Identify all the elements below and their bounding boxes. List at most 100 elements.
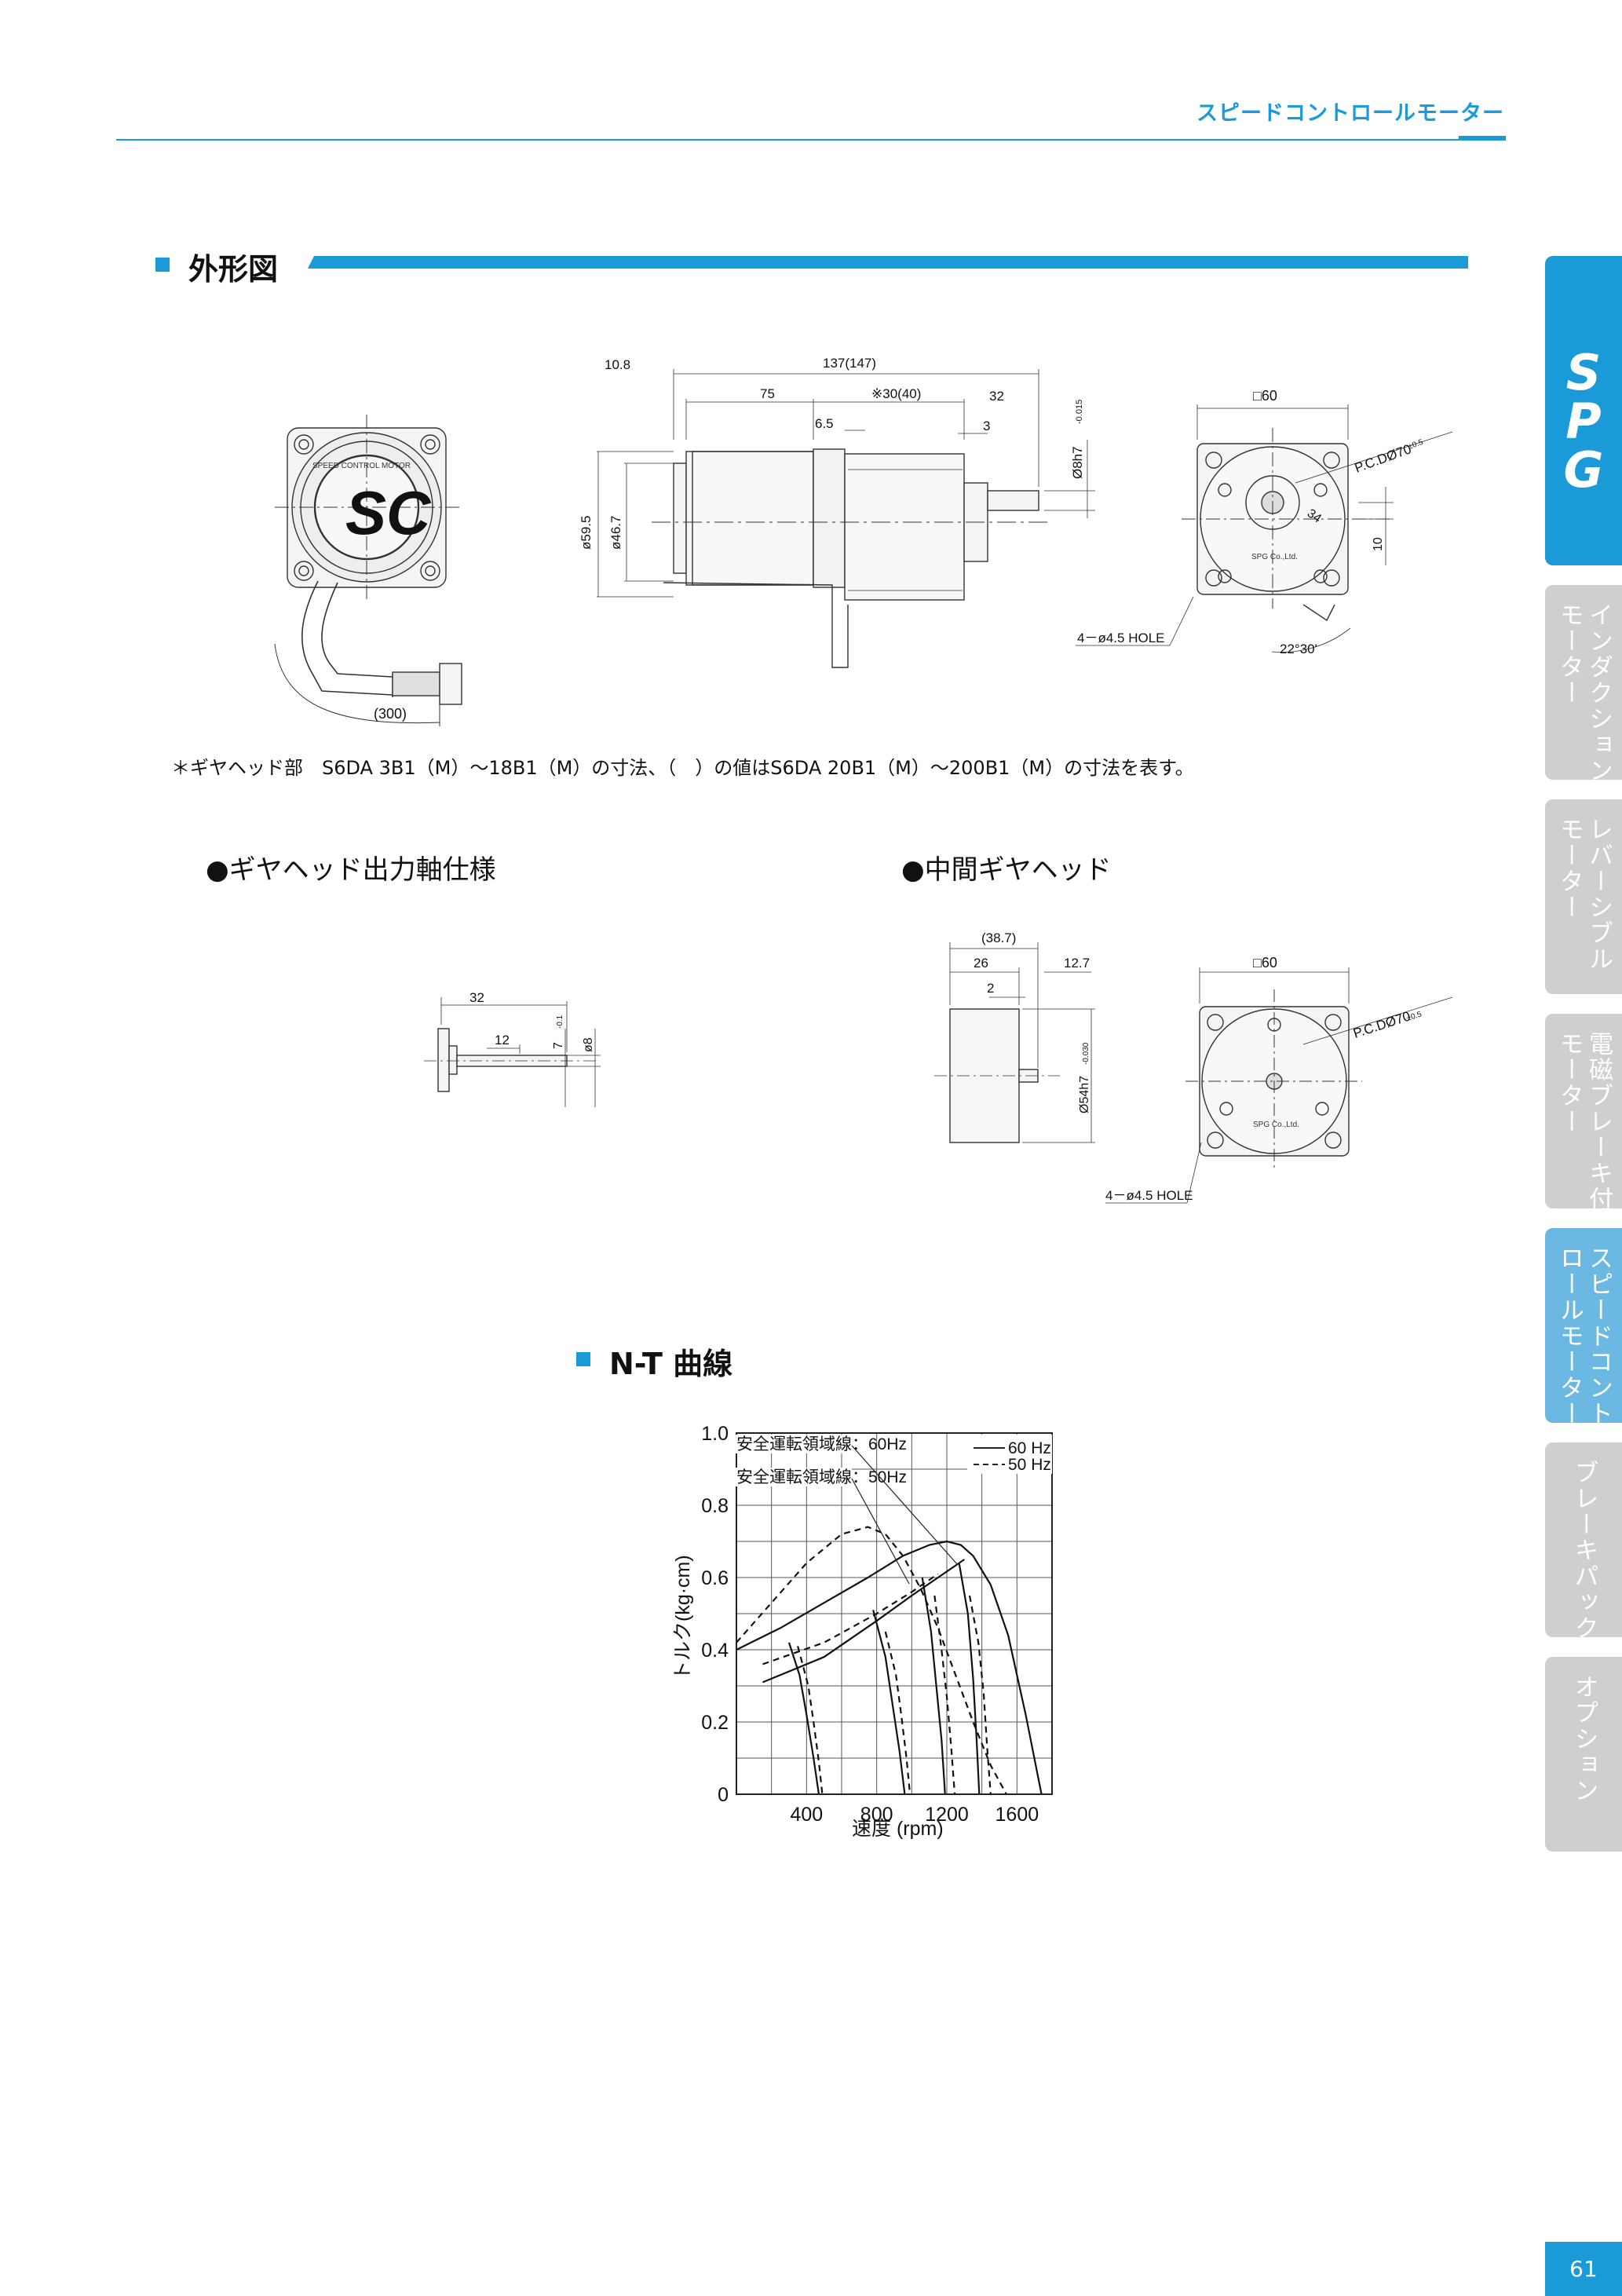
front-view xyxy=(274,415,462,726)
y-tick-label: 0.6 xyxy=(701,1567,729,1589)
pcd-label: P.C.DØ70 xyxy=(1353,441,1413,476)
tab-label-line: スピードコント xyxy=(1584,1245,1613,1423)
inter-dim-54: Ø54h7 xyxy=(1078,1076,1091,1113)
inter-flange-square: □60 xyxy=(1253,955,1277,971)
sidebar-tab-induction-motor[interactable]: インダクションモーター xyxy=(1545,585,1622,780)
dim-137: 137(147) xyxy=(823,356,876,371)
hole-label: 4－ø4.5 HOLE xyxy=(1077,631,1165,645)
x-tick-label: 1200 xyxy=(925,1804,969,1826)
sidebar-tab-reversible-motor[interactable]: レバーシブルモーター xyxy=(1545,799,1622,994)
section-bar xyxy=(308,256,1468,269)
sidebar-tab-option[interactable]: オプション xyxy=(1545,1657,1622,1852)
brand-letter: P xyxy=(1565,393,1602,450)
intermediate-drawing: (38.7) 26 12.7 2 Ø54h7 -0.030 □60 P.C.DØ… xyxy=(934,930,1453,1204)
inter-dim-26: 26 xyxy=(974,956,988,971)
section-marker-nt xyxy=(576,1352,590,1366)
section-title-nt: N-T 曲線 xyxy=(609,1347,733,1381)
cable-length-label: (300) xyxy=(374,706,407,722)
series-line-60hz xyxy=(736,1540,1043,1795)
tab-label-line: 電磁ブレーキ付 xyxy=(1584,1031,1613,1208)
tab-label-line: インダクション xyxy=(1584,602,1613,780)
dim-6-5: 6.5 xyxy=(815,416,834,431)
shaft-dim-32: 32 xyxy=(469,990,484,1005)
x-tick-label: 800 xyxy=(860,1804,893,1826)
shaft-dim-7-tolerance: -0.1 xyxy=(556,1015,564,1029)
dim-10-8: 10.8 xyxy=(605,357,630,372)
inter-pcd-label: P.C.DØ70 xyxy=(1351,1008,1412,1040)
tab-label-line: ブレーキパック xyxy=(1569,1460,1598,1637)
dim-46-7: ø46.7 xyxy=(608,516,623,550)
tab-label-line: レバーシブル xyxy=(1584,817,1613,972)
legend-label-50hz: 50 Hz xyxy=(1008,1456,1051,1474)
x-tick-label: 1600 xyxy=(995,1804,1039,1826)
dim-shaft-tolerance: -0.015 xyxy=(1075,400,1084,424)
dim-32: 32 xyxy=(989,389,1004,404)
note-text: ＊ギヤヘッド部 S6DA 3B1（M）～18B1（M）の寸法、（ ）の値はS6D… xyxy=(171,757,1194,779)
shaft-spec-drawing: 32 12 7 -0.1 ø8 xyxy=(424,990,601,1107)
brand-small: SPG Co.,Ltd. xyxy=(1251,553,1298,561)
inter-brand-small: SPG Co.,Ltd. xyxy=(1253,1121,1299,1129)
inter-dim-2: 2 xyxy=(987,981,994,996)
dim-10: 10 xyxy=(1372,537,1385,551)
flange-square: □60 xyxy=(1253,388,1277,404)
shaft-dim-12: 12 xyxy=(495,1033,510,1047)
header-rule xyxy=(116,139,1506,141)
series-line-60hz xyxy=(872,1610,906,1795)
series-line-50hz xyxy=(736,1526,1007,1795)
dim-shaft: Ø8h7 xyxy=(1070,446,1085,479)
series-line-50hz xyxy=(797,1646,824,1795)
inter-hole-label: 4－ø4.5 HOLE xyxy=(1105,1188,1193,1203)
tab-label-line: オプション xyxy=(1569,1674,1598,1804)
series-line-50hz xyxy=(968,1595,992,1795)
series-line-50hz xyxy=(762,1573,939,1665)
section-title-outline: 外形図 xyxy=(188,252,279,287)
y-tick-label: 0.8 xyxy=(701,1495,729,1517)
sidebar-tab-brake-pack[interactable]: ブレーキパック xyxy=(1545,1442,1622,1637)
series-line-60hz xyxy=(958,1563,981,1795)
sidebar-tab-brake-motor[interactable]: 電磁ブレーキ付モーター xyxy=(1545,1014,1622,1208)
shaft-dim-8: ø8 xyxy=(582,1037,595,1052)
y-axis-label: トルク(kg·cm) xyxy=(672,1555,694,1680)
y-tick-label: 0.2 xyxy=(701,1712,729,1734)
tab-label-line: モーター xyxy=(1555,817,1584,920)
y-tick-label: 1.0 xyxy=(701,1423,729,1445)
y-tick-label: 0.4 xyxy=(701,1640,729,1662)
section-marker xyxy=(155,258,170,272)
outline-drawing: SC SPEED CONTROL MOTOR (300) 10.8 137(14… xyxy=(274,356,1453,726)
dim-3: 3 xyxy=(983,419,990,433)
series-line-50hz xyxy=(884,1631,911,1795)
front-logo: SC xyxy=(345,478,432,547)
intermediate-title: ●中間ギヤヘッド xyxy=(901,854,1112,886)
pcd-tolerance: ±0.5 xyxy=(1407,438,1424,452)
series-line-60hz xyxy=(921,1577,946,1795)
front-ring-text: SPEED CONTROL MOTOR xyxy=(312,462,411,470)
flange-view xyxy=(1076,404,1453,653)
inter-dim-12-7: 12.7 xyxy=(1064,956,1090,971)
y-tick-label: 0 xyxy=(718,1784,729,1806)
x-tick-label: 400 xyxy=(790,1804,823,1826)
angle-label: 22°30' xyxy=(1280,642,1317,656)
sidebar-tab-speed-control-motor[interactable]: スピードコントロールモーター xyxy=(1545,1228,1622,1423)
annotation-60hz: 安全運転領域線：60Hz xyxy=(736,1435,907,1453)
side-view xyxy=(597,369,1095,668)
header-rule-accent xyxy=(1459,136,1506,141)
brand-letter: S xyxy=(1565,344,1602,401)
tab-label-line: モーター xyxy=(1555,1031,1584,1135)
tab-label-line: モーター xyxy=(1555,602,1584,706)
legend-label-60hz: 60 Hz xyxy=(1008,1439,1051,1457)
header-title: スピードコントロールモーター xyxy=(1196,101,1504,126)
dim-59-5: ø59.5 xyxy=(579,516,594,550)
annotation-50hz: 安全運転領域線：50Hz xyxy=(736,1468,907,1486)
dim-75: 75 xyxy=(760,386,775,401)
shaft-dim-7: 7 xyxy=(552,1042,565,1049)
series-line-60hz xyxy=(787,1642,820,1795)
inter-dim-54-tolerance: -0.030 xyxy=(1082,1042,1090,1065)
shaft-spec-title: ●ギヤヘッド出力軸仕様 xyxy=(206,854,496,886)
x-axis-label: 速度 (rpm) xyxy=(852,1818,944,1840)
tab-label-line: ロールモーター xyxy=(1555,1245,1584,1423)
dim-30: ※30(40) xyxy=(871,386,921,401)
inter-dim-38-7: (38.7) xyxy=(981,930,1016,945)
page-number: 61 xyxy=(1545,2242,1622,2296)
